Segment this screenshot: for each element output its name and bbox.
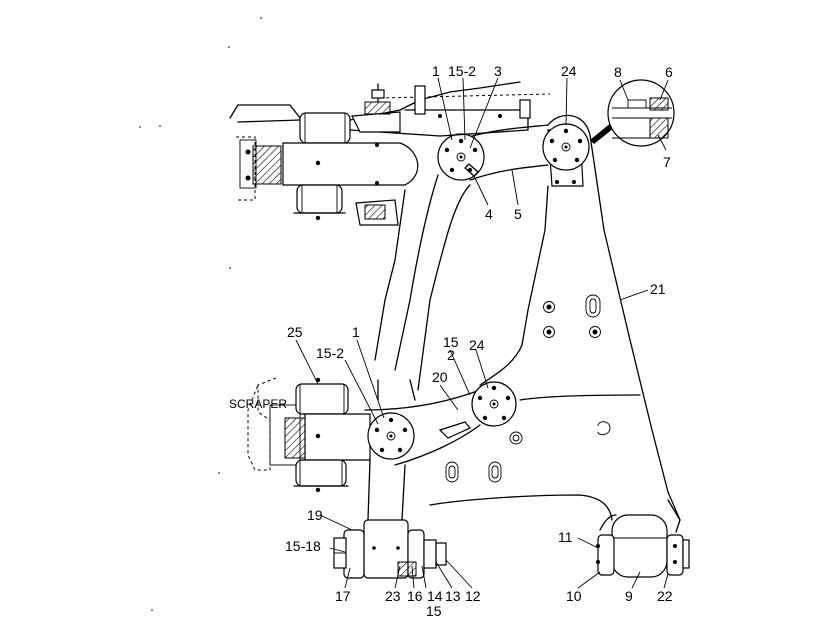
leader-lines — [295, 77, 669, 589]
callout-7: 7 — [663, 154, 671, 170]
upper-link — [394, 123, 590, 391]
callout-15-18: 15-18 — [285, 538, 321, 554]
seal-detail — [590, 79, 675, 147]
callout-24-mid: 24 — [469, 337, 485, 353]
callout-11: 11 — [558, 529, 573, 545]
callout-21: 21 — [650, 281, 666, 297]
bottom-right-roller — [596, 499, 690, 578]
callout-15-2-top: 15-2 — [448, 63, 476, 79]
callout-25: 25 — [287, 324, 303, 340]
hatched-block-upper — [252, 145, 282, 185]
callout-22: 22 — [657, 588, 673, 604]
specks — [139, 17, 262, 611]
scraper-label: SCRAPER — [229, 397, 287, 411]
bottom-left-pivot — [333, 519, 447, 579]
slot-hole — [585, 294, 601, 318]
callout-10: 10 — [566, 588, 582, 604]
callout-1-mid: 1 — [352, 324, 360, 340]
callout-12: 12 — [465, 588, 481, 604]
callout-16: 16 — [407, 588, 423, 604]
callout-13: 13 — [445, 588, 461, 604]
callout-labels: 1 15-2 3 24 8 6 7 4 5 21 25 1 15-2 15 2 … — [229, 63, 673, 619]
callout-1-top: 1 — [432, 63, 440, 79]
callout-23: 23 — [385, 588, 401, 604]
callout-15-bot: 15 — [426, 603, 442, 619]
callout-24-top: 24 — [561, 63, 577, 79]
upper-frame — [229, 81, 551, 361]
callout-4: 4 — [485, 206, 493, 222]
main-arm — [429, 114, 681, 521]
callout-19: 19 — [307, 507, 323, 523]
callout-15-mid: 15 — [443, 334, 459, 350]
callout-20: 20 — [432, 369, 448, 385]
callout-5: 5 — [514, 206, 522, 222]
callout-3: 3 — [494, 63, 502, 79]
scraper-assembly — [247, 377, 517, 521]
callout-9: 9 — [625, 588, 633, 604]
callout-15-2-mid: 15-2 — [316, 345, 344, 361]
hole — [543, 301, 555, 313]
callout-8: 8 — [614, 64, 622, 80]
callout-14: 14 — [427, 588, 443, 604]
callout-6: 6 — [665, 64, 673, 80]
callout-2-mid: 2 — [447, 347, 455, 363]
callout-17: 17 — [335, 588, 351, 604]
